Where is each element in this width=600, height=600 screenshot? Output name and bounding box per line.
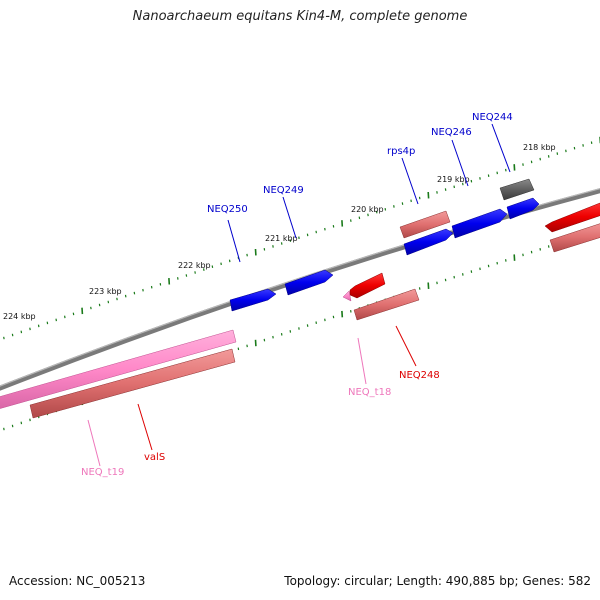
label-neq246: NEQ246 <box>431 127 472 138</box>
label-neq249: NEQ249 <box>263 185 304 196</box>
gene-neq-t19[interactable] <box>0 329 237 410</box>
gene-neq246[interactable] <box>451 208 508 239</box>
leader-neq246 <box>451 139 469 187</box>
gene-neq244-gray[interactable] <box>499 178 535 201</box>
gene-neq244[interactable] <box>506 197 540 220</box>
gene-salmon-right[interactable] <box>549 222 600 253</box>
tick-ring-outer <box>3 136 600 340</box>
label-neq-t19: NEQ_t19 <box>81 467 124 478</box>
tick-label-221: 221 kbp <box>265 234 298 243</box>
page-title: Nanoarchaeum equitans Kin4-M, complete g… <box>132 9 468 24</box>
label-vals: valS <box>144 452 165 463</box>
tick-label-224: 224 kbp <box>3 312 36 321</box>
gene-vals[interactable] <box>29 348 236 419</box>
gene-rps4p[interactable] <box>403 228 454 256</box>
forward-strand-genes <box>229 178 600 312</box>
gene-rps4p-salmon[interactable] <box>399 210 451 239</box>
gene-red-edge[interactable] <box>544 201 600 233</box>
leader-rps4p <box>401 157 419 205</box>
label-rps4p: rps4p <box>387 146 415 157</box>
gene-neq248[interactable] <box>349 272 386 299</box>
leader-vals <box>137 403 153 451</box>
gene-neq-t18[interactable] <box>342 290 352 302</box>
leader-neq244 <box>491 123 511 173</box>
leader-neq250 <box>227 219 241 263</box>
leader-neq-t19 <box>87 419 101 467</box>
accession-text: Accession: NC_005213 <box>9 574 146 588</box>
gene-neq249[interactable] <box>284 269 334 296</box>
tick-ring-inner <box>3 226 600 431</box>
label-neq248: NEQ248 <box>399 370 440 381</box>
reverse-strand-genes <box>0 222 600 419</box>
label-neq-t18: NEQ_t18 <box>348 387 391 398</box>
leader-neq248 <box>395 325 417 367</box>
tick-label-220: 220 kbp <box>351 205 384 214</box>
tick-label-222: 222 kbp <box>178 261 211 270</box>
tick-labels: 224 kbp 223 kbp 222 kbp 221 kbp 220 kbp … <box>3 143 556 321</box>
gene-neq248-lower[interactable] <box>353 288 420 321</box>
leader-neq249 <box>282 196 297 239</box>
label-leader-lines <box>87 123 511 467</box>
leader-neq-t18 <box>357 337 367 385</box>
tick-label-219: 219 kbp <box>437 175 470 184</box>
tick-label-223: 223 kbp <box>89 287 122 296</box>
genome-summary-text: Topology: circular; Length: 490,885 bp; … <box>284 574 591 588</box>
label-neq250: NEQ250 <box>207 204 248 215</box>
gene-neq250[interactable] <box>229 288 277 312</box>
label-neq244: NEQ244 <box>472 112 513 123</box>
gene-labels: NEQ250 NEQ249 rps4p NEQ246 NEQ244 NEQ248… <box>81 112 513 478</box>
tick-label-218: 218 kbp <box>523 143 556 152</box>
